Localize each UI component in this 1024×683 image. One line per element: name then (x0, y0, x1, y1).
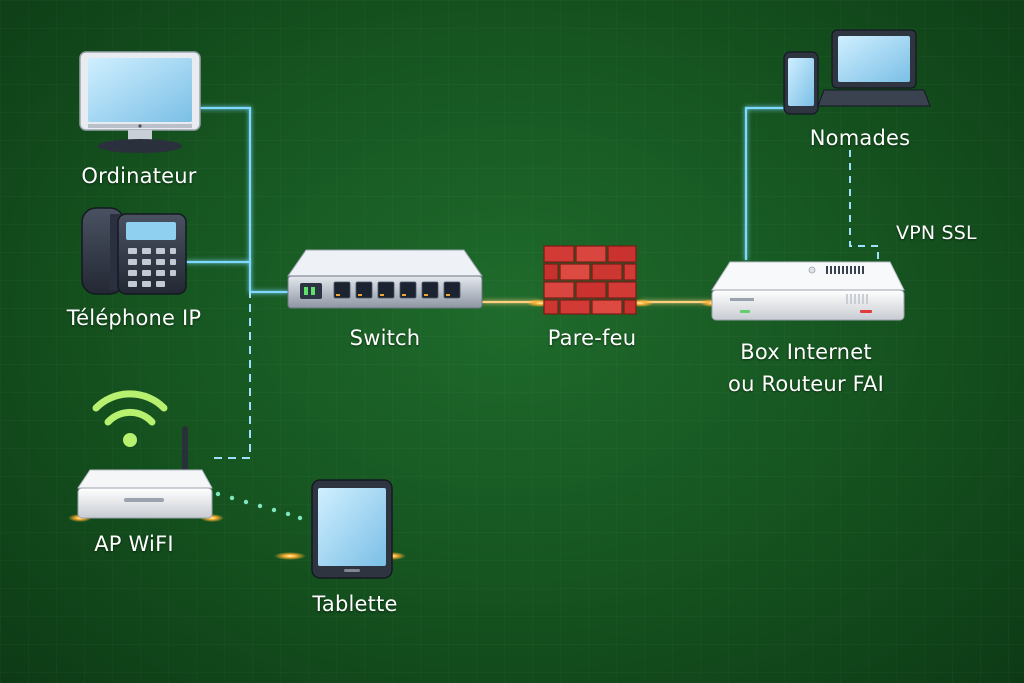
wifi-dots (215, 491, 303, 521)
label-router-line2: ou Routeur FAI (728, 372, 884, 396)
label-ip-phone: Téléphone IP (66, 306, 202, 330)
wire-computer (200, 106, 252, 292)
label-vpn-ssl: VPN SSL (896, 222, 977, 244)
router-box-icon (711, 261, 905, 321)
wifi-access-point-icon (77, 390, 213, 519)
label-switch: Switch (349, 326, 421, 350)
firewall-brick-icon (543, 245, 637, 315)
desktop-computer-icon (79, 51, 201, 153)
label-tablet: Tablette (312, 592, 398, 616)
wire-router-nomads (744, 106, 790, 260)
label-firewall: Pare-feu (547, 326, 637, 350)
network-switch-icon (287, 249, 483, 309)
label-nomads: Nomades (809, 126, 911, 150)
ip-phone-icon (81, 207, 187, 295)
label-router-line1: Box Internet (740, 340, 872, 364)
wire-ap-dashed (214, 292, 251, 459)
label-computer: Ordinateur (81, 164, 197, 188)
tablet-icon (311, 479, 393, 579)
laptop-smartphone-icon (783, 29, 931, 115)
label-wifi-ap: AP WiFI (94, 532, 174, 556)
vpn-dashed-link (849, 150, 879, 262)
